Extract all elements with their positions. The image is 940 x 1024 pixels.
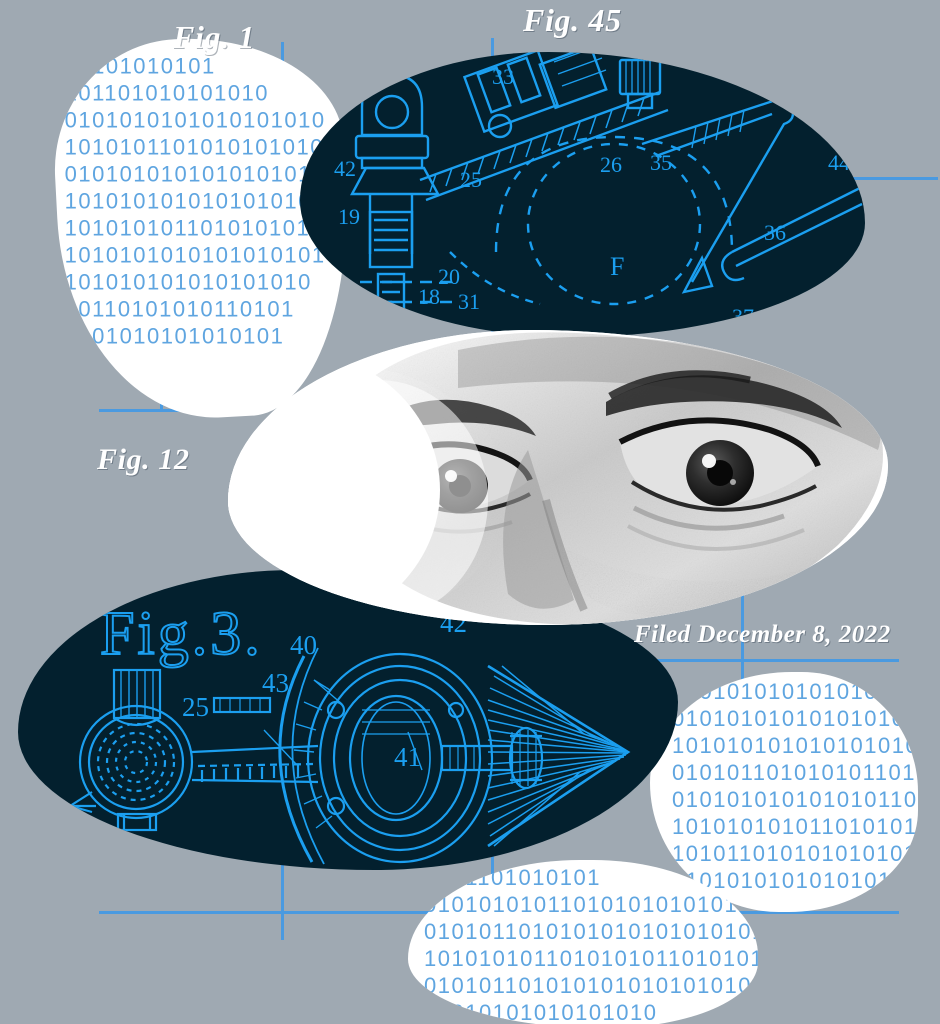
figure-label-fig-12: Fig. 12: [97, 443, 190, 476]
blueprint-ref-42: 42: [334, 156, 356, 181]
binary-digits-bottom: 0101101010101 01010101011010101010101010…: [424, 865, 758, 1024]
filed-date-label: Filed December 8, 2022: [634, 621, 891, 648]
blueprint-ref-18: 18: [418, 284, 440, 309]
blueprint-drawing-3-svg: Fig.3.: [69, 599, 631, 865]
blueprint-ref-25: 25: [460, 167, 482, 192]
portrait-photo-svg: [228, 330, 888, 625]
blueprint-ref-36: 36: [764, 220, 786, 245]
blueprint-ref-41: 41: [394, 742, 421, 772]
grid-line-vertical-right: [741, 575, 744, 700]
blueprint-ref-37: 37: [732, 304, 754, 329]
grid-line-horizontal-right: [612, 659, 899, 662]
blueprint-ref-F: F: [610, 252, 625, 281]
binary-digits-right: 0101010101010101 01010101010101010101 10…: [672, 679, 918, 893]
figure-label-fig-45: Fig. 45: [523, 2, 622, 38]
blueprint-ref-35: 35: [650, 150, 672, 175]
blueprint-drawing-45-svg: [340, 52, 863, 316]
binary-pattern-shape-bottom: 0101101010101 01010101011010101010101010…: [408, 860, 758, 1024]
grid-line-horizontal-upper-right: [843, 177, 938, 180]
grid-line-vertical-bottom-left: [281, 840, 284, 940]
blueprint-ref-31: 31: [458, 289, 480, 314]
figure-label-fig-1: Fig. 1: [173, 19, 256, 55]
blueprint-ref-19: 19: [338, 204, 360, 229]
blueprint-ref-33: 33: [492, 64, 514, 89]
blueprint-ref-44: 44: [828, 150, 850, 175]
blueprint-ref-26: 26: [600, 152, 622, 177]
blueprint-ref-43: 43: [262, 668, 289, 698]
binary-pattern-shape-right: 0101010101010101 01010101010101010101 10…: [650, 672, 918, 912]
blueprint-ref-25-fig3: 25: [182, 692, 209, 722]
blueprint-ref-40: 40: [290, 630, 317, 660]
portrait-photo-eyes: [228, 330, 888, 625]
blueprint-ref-20: 20: [438, 264, 460, 289]
blueprint-illustration-fig-45: 42 33 25 26 35 36 37 31 20 19 18 13 44 F: [300, 52, 865, 337]
